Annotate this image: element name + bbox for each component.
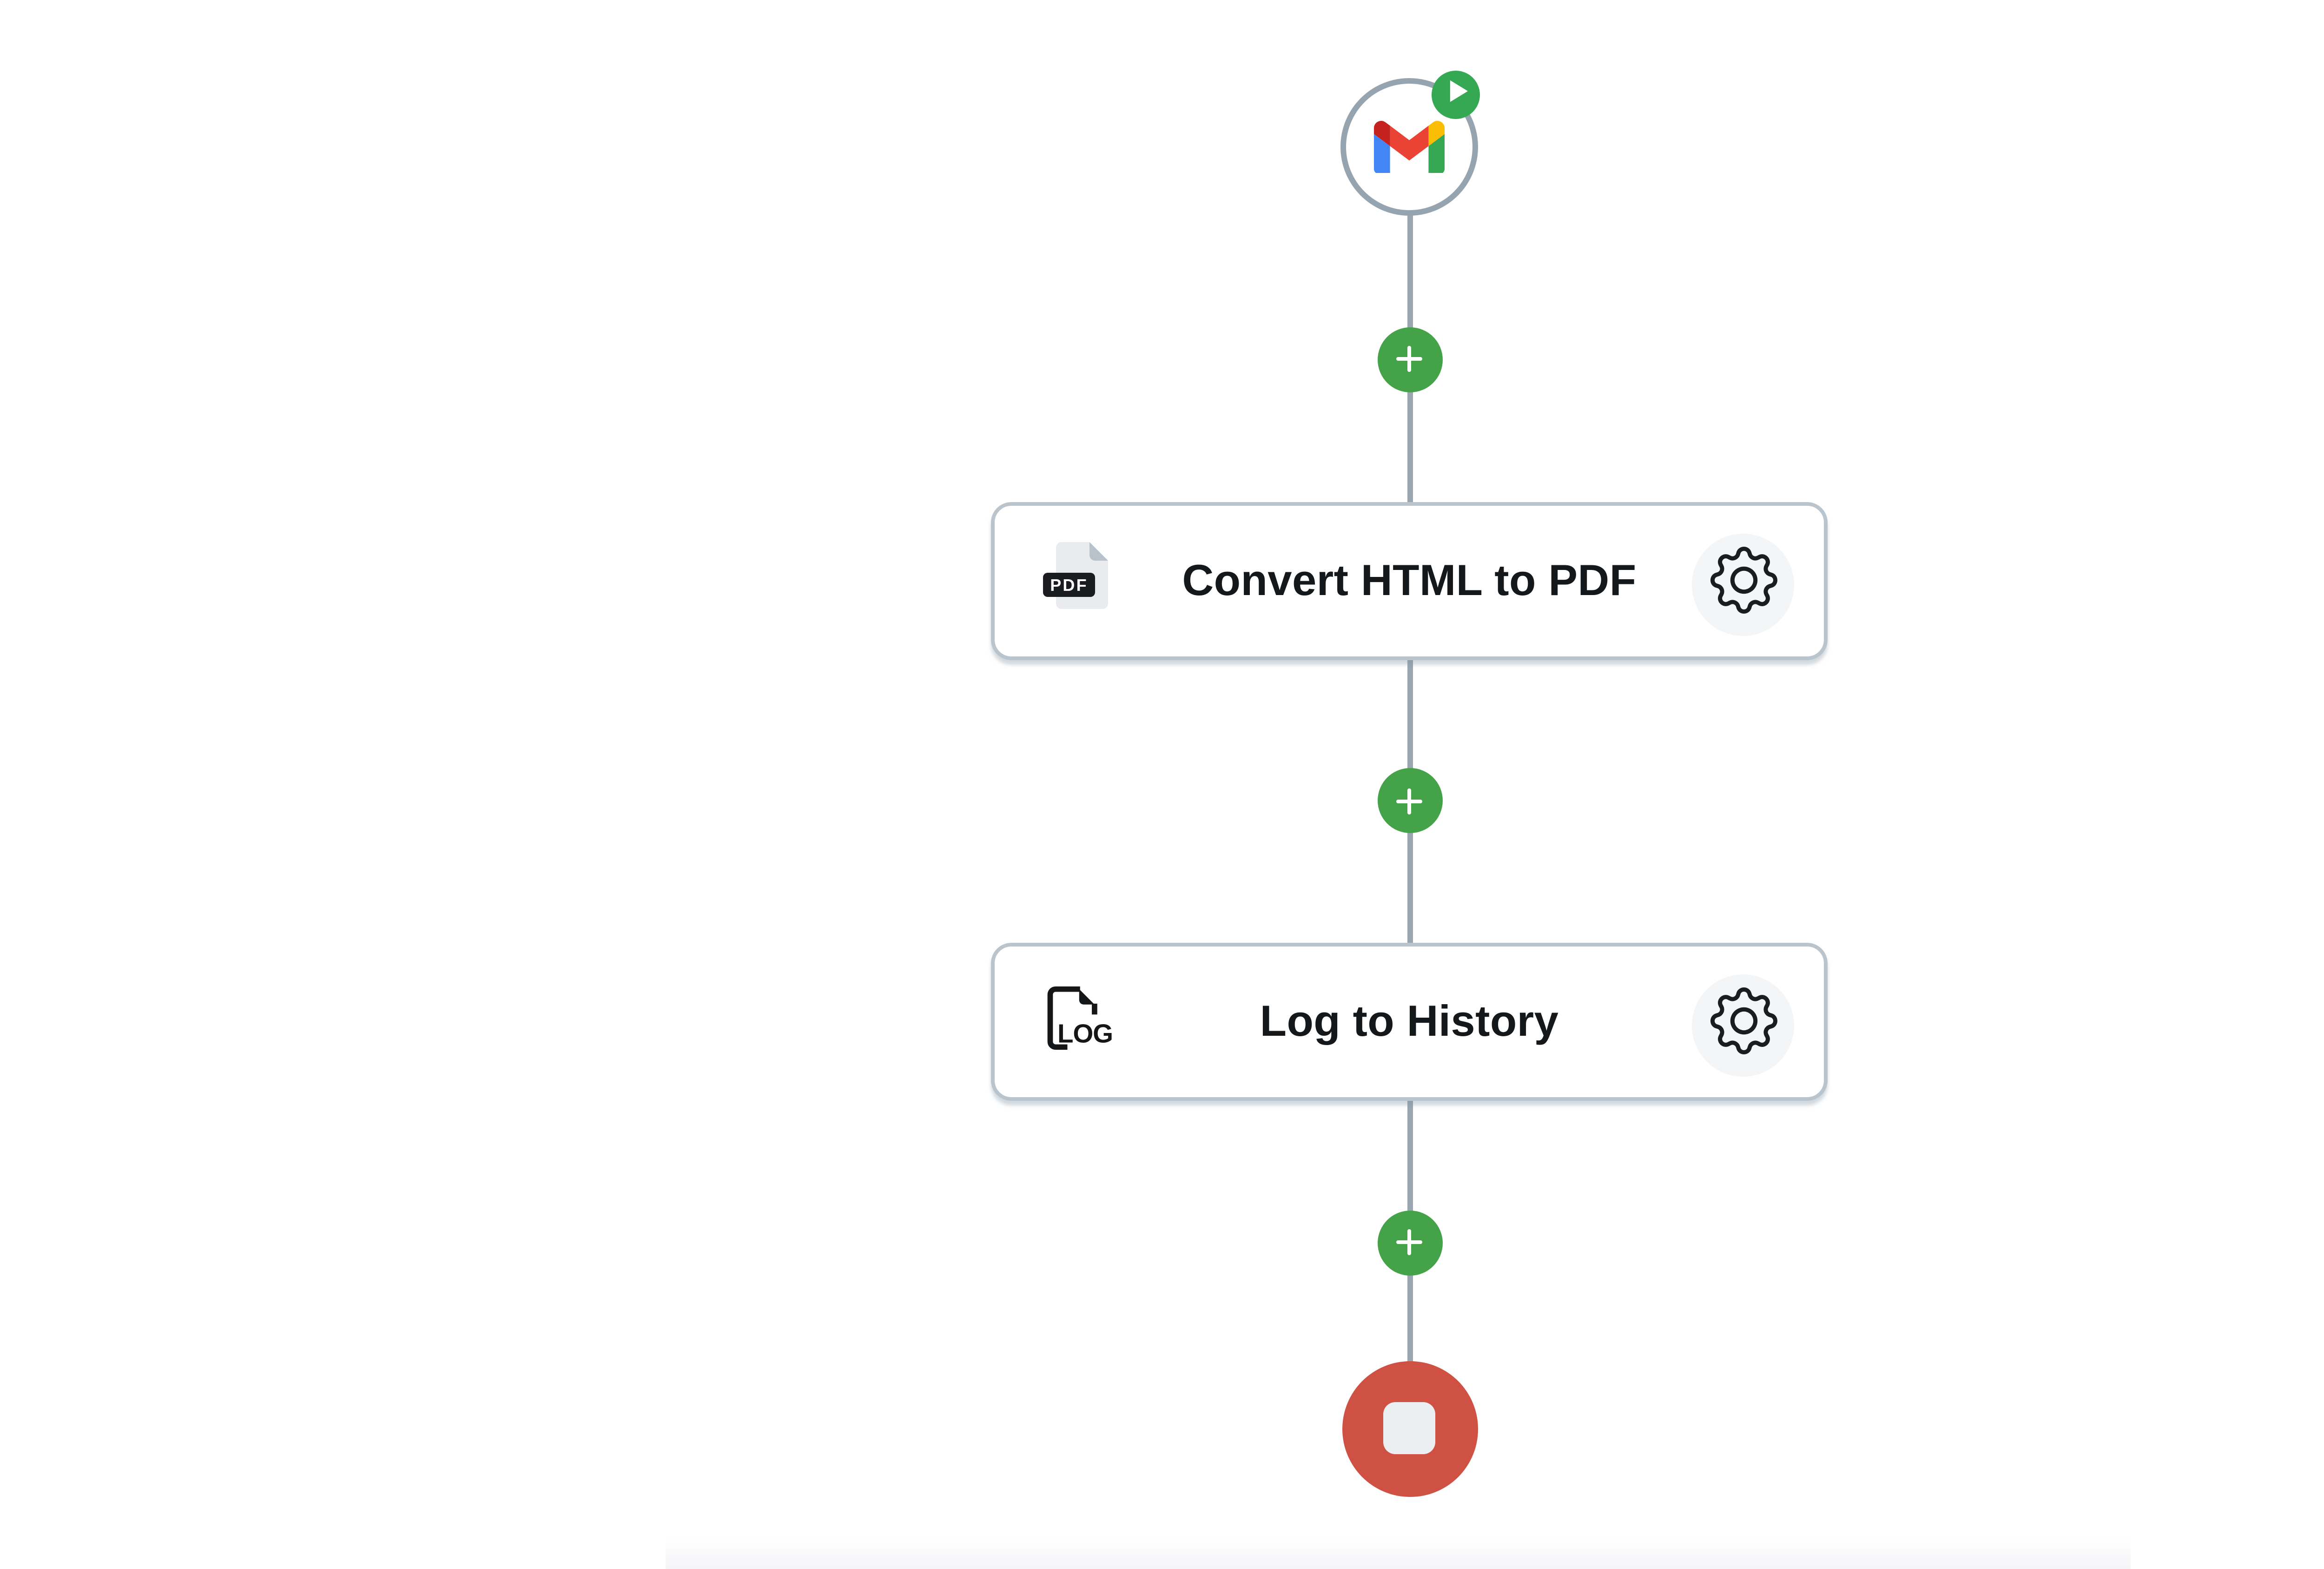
settings-button[interactable] xyxy=(1692,534,1794,636)
plus-icon xyxy=(1377,326,1442,391)
add-step-button-1[interactable] xyxy=(1377,326,1442,391)
pdf-file-icon: PDF xyxy=(1041,539,1112,623)
pdf-icon-label: PDF xyxy=(1050,575,1088,594)
add-step-button-3[interactable] xyxy=(1377,1210,1442,1275)
step-card-log-to-history[interactable]: LOG Log to History xyxy=(991,943,1828,1101)
stop-icon xyxy=(1383,1402,1435,1454)
plus-icon xyxy=(1377,1210,1442,1275)
log-icon-label: LOG xyxy=(1057,1018,1113,1047)
settings-button[interactable] xyxy=(1692,974,1794,1077)
run-status-badge xyxy=(1432,71,1480,119)
add-step-button-2[interactable] xyxy=(1377,768,1442,833)
gear-icon xyxy=(1710,547,1776,623)
play-icon xyxy=(1432,66,1480,124)
bottom-panel-edge xyxy=(666,1538,2131,1569)
step-card-convert-html-to-pdf[interactable]: PDF Convert HTML to PDF xyxy=(991,502,1828,660)
log-file-icon: LOG xyxy=(1041,984,1113,1060)
step-label: Convert HTML to PDF xyxy=(1182,556,1637,604)
gear-icon xyxy=(1710,987,1776,1064)
step-label: Log to History xyxy=(1260,997,1559,1045)
gmail-icon xyxy=(1374,120,1445,173)
stop-node[interactable] xyxy=(1341,1360,1477,1496)
plus-icon xyxy=(1377,768,1442,833)
